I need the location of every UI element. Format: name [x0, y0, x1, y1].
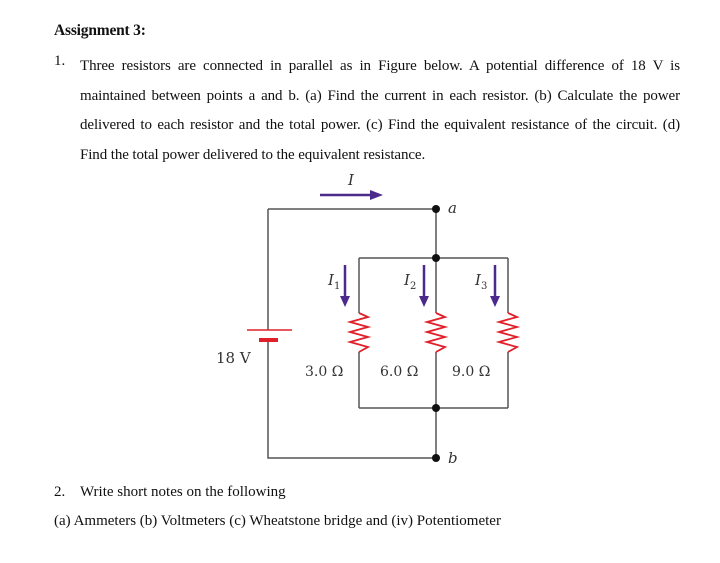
- current-2-label: I2: [403, 271, 416, 292]
- node-b-label: b: [448, 449, 458, 467]
- battery-label: 18 V: [216, 349, 252, 367]
- current-1-label: I1: [327, 271, 340, 292]
- question-1-text: Three resistors are connected in paralle…: [80, 58, 680, 163]
- total-current-arrow-icon: [320, 190, 383, 200]
- current-3-label: I3: [474, 271, 487, 292]
- resistor-2-icon: [423, 312, 449, 353]
- question-2-text: Write short notes on the following: [80, 484, 286, 500]
- resistor-2-label: 6.0 Ω: [380, 364, 418, 380]
- total-current-label: I: [347, 171, 355, 189]
- question-2-items: (a) Ammeters (b) Voltmeters (c) Wheatsto…: [54, 513, 501, 529]
- resistor-3-icon: [495, 312, 521, 353]
- question-1-number: 1.: [54, 53, 66, 69]
- current-2-arrow-icon: [419, 265, 429, 307]
- resistor-1-label: 3.0 Ω: [305, 364, 343, 380]
- wires: [267, 208, 509, 459]
- wire-left-lower: [267, 340, 436, 459]
- node-b: [432, 454, 440, 462]
- question-2-number: 2.: [54, 484, 66, 500]
- current-3-arrow-icon: [490, 265, 500, 307]
- battery-icon: [247, 329, 292, 342]
- node-bottom-junction: [432, 404, 440, 412]
- current-1-arrow-icon: [340, 265, 350, 307]
- node-a: [432, 205, 440, 213]
- resistor-3-label: 9.0 Ω: [452, 364, 490, 380]
- node-top-junction: [432, 254, 440, 262]
- resistor-1-icon: [346, 312, 372, 353]
- assignment-heading: Assignment 3:: [54, 22, 146, 39]
- node-a-label: a: [448, 199, 457, 217]
